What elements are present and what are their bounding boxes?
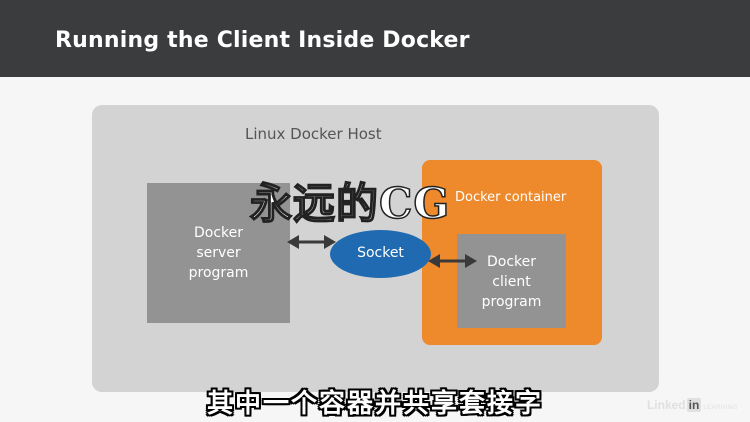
docker-host-label: Linux Docker Host (245, 125, 382, 143)
client-program-box: Docker client program (457, 234, 566, 328)
server-program-box: Docker server program (147, 183, 290, 323)
brand-name: Linked (646, 398, 686, 412)
socket-ellipse: Socket (330, 230, 431, 278)
watermark-text: 永远的CG (249, 178, 451, 229)
slide-title-bar: Running the Client Inside Docker (0, 0, 750, 77)
server-socket-arrow (287, 235, 336, 249)
slide-title: Running the Client Inside Docker (55, 28, 470, 53)
client-box-line1: Docker (486, 254, 537, 270)
socket-client-arrow (428, 254, 477, 268)
server-box-line2: server (196, 245, 241, 261)
server-box-line1: Docker (193, 225, 244, 241)
client-box-line3: program (481, 294, 542, 310)
brand-suffix: LEARNING (703, 405, 738, 411)
client-box-line2: client (492, 274, 531, 290)
docker-container-label: Docker container (455, 190, 567, 205)
server-box-line3: program (188, 265, 249, 281)
socket-label: Socket (357, 245, 404, 261)
video-subtitle: 其中一个容器并共享套接字 (206, 389, 543, 419)
brand-mark: in (686, 398, 702, 412)
